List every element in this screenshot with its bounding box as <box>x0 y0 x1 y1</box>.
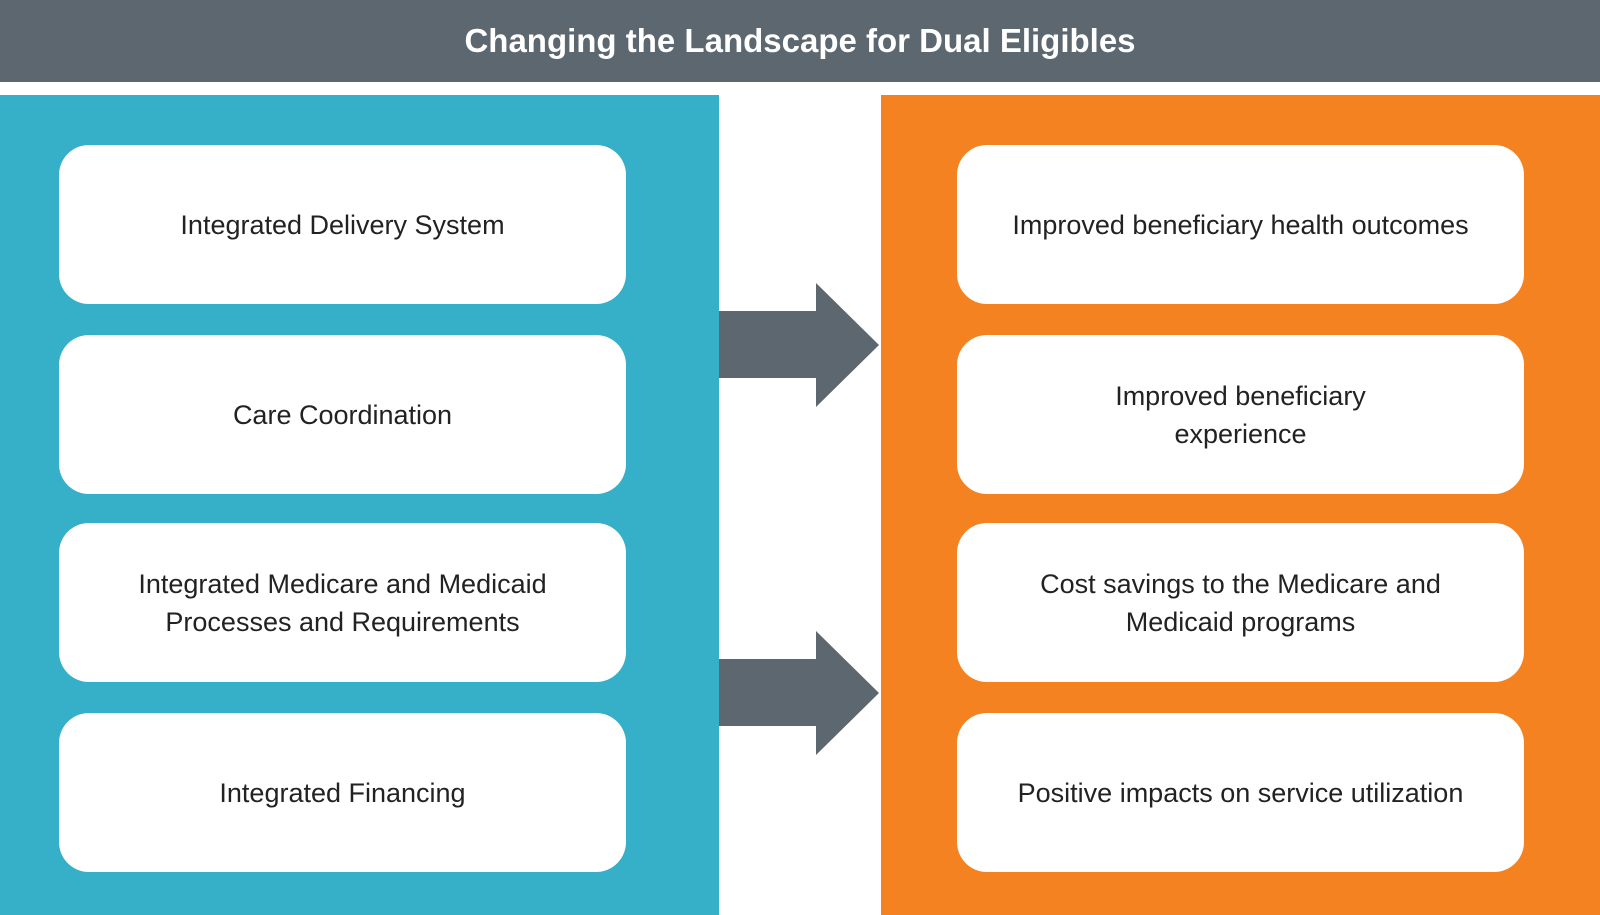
outcome-card: Positive impacts on service utilization <box>957 713 1524 872</box>
outcome-card: Improved beneficiary experience <box>957 335 1524 494</box>
strategy-card: Care Coordination <box>59 335 626 494</box>
right-arrow-icon <box>719 283 879 407</box>
right-arrow-icon <box>719 631 879 755</box>
strategy-card: Integrated Financing <box>59 713 626 872</box>
strategies-panel: Integrated Delivery System Care Coordina… <box>0 95 719 915</box>
outcome-card: Improved beneficiary health outcomes <box>957 145 1524 304</box>
outcome-card: Cost savings to the Medicare and Medicai… <box>957 523 1524 682</box>
diagram-title: Changing the Landscape for Dual Eligible… <box>0 0 1600 82</box>
strategy-card: Integrated Delivery System <box>59 145 626 304</box>
outcomes-panel: Improved beneficiary health outcomes Imp… <box>881 95 1600 915</box>
strategy-card: Integrated Medicare and Medicaid Process… <box>59 523 626 682</box>
